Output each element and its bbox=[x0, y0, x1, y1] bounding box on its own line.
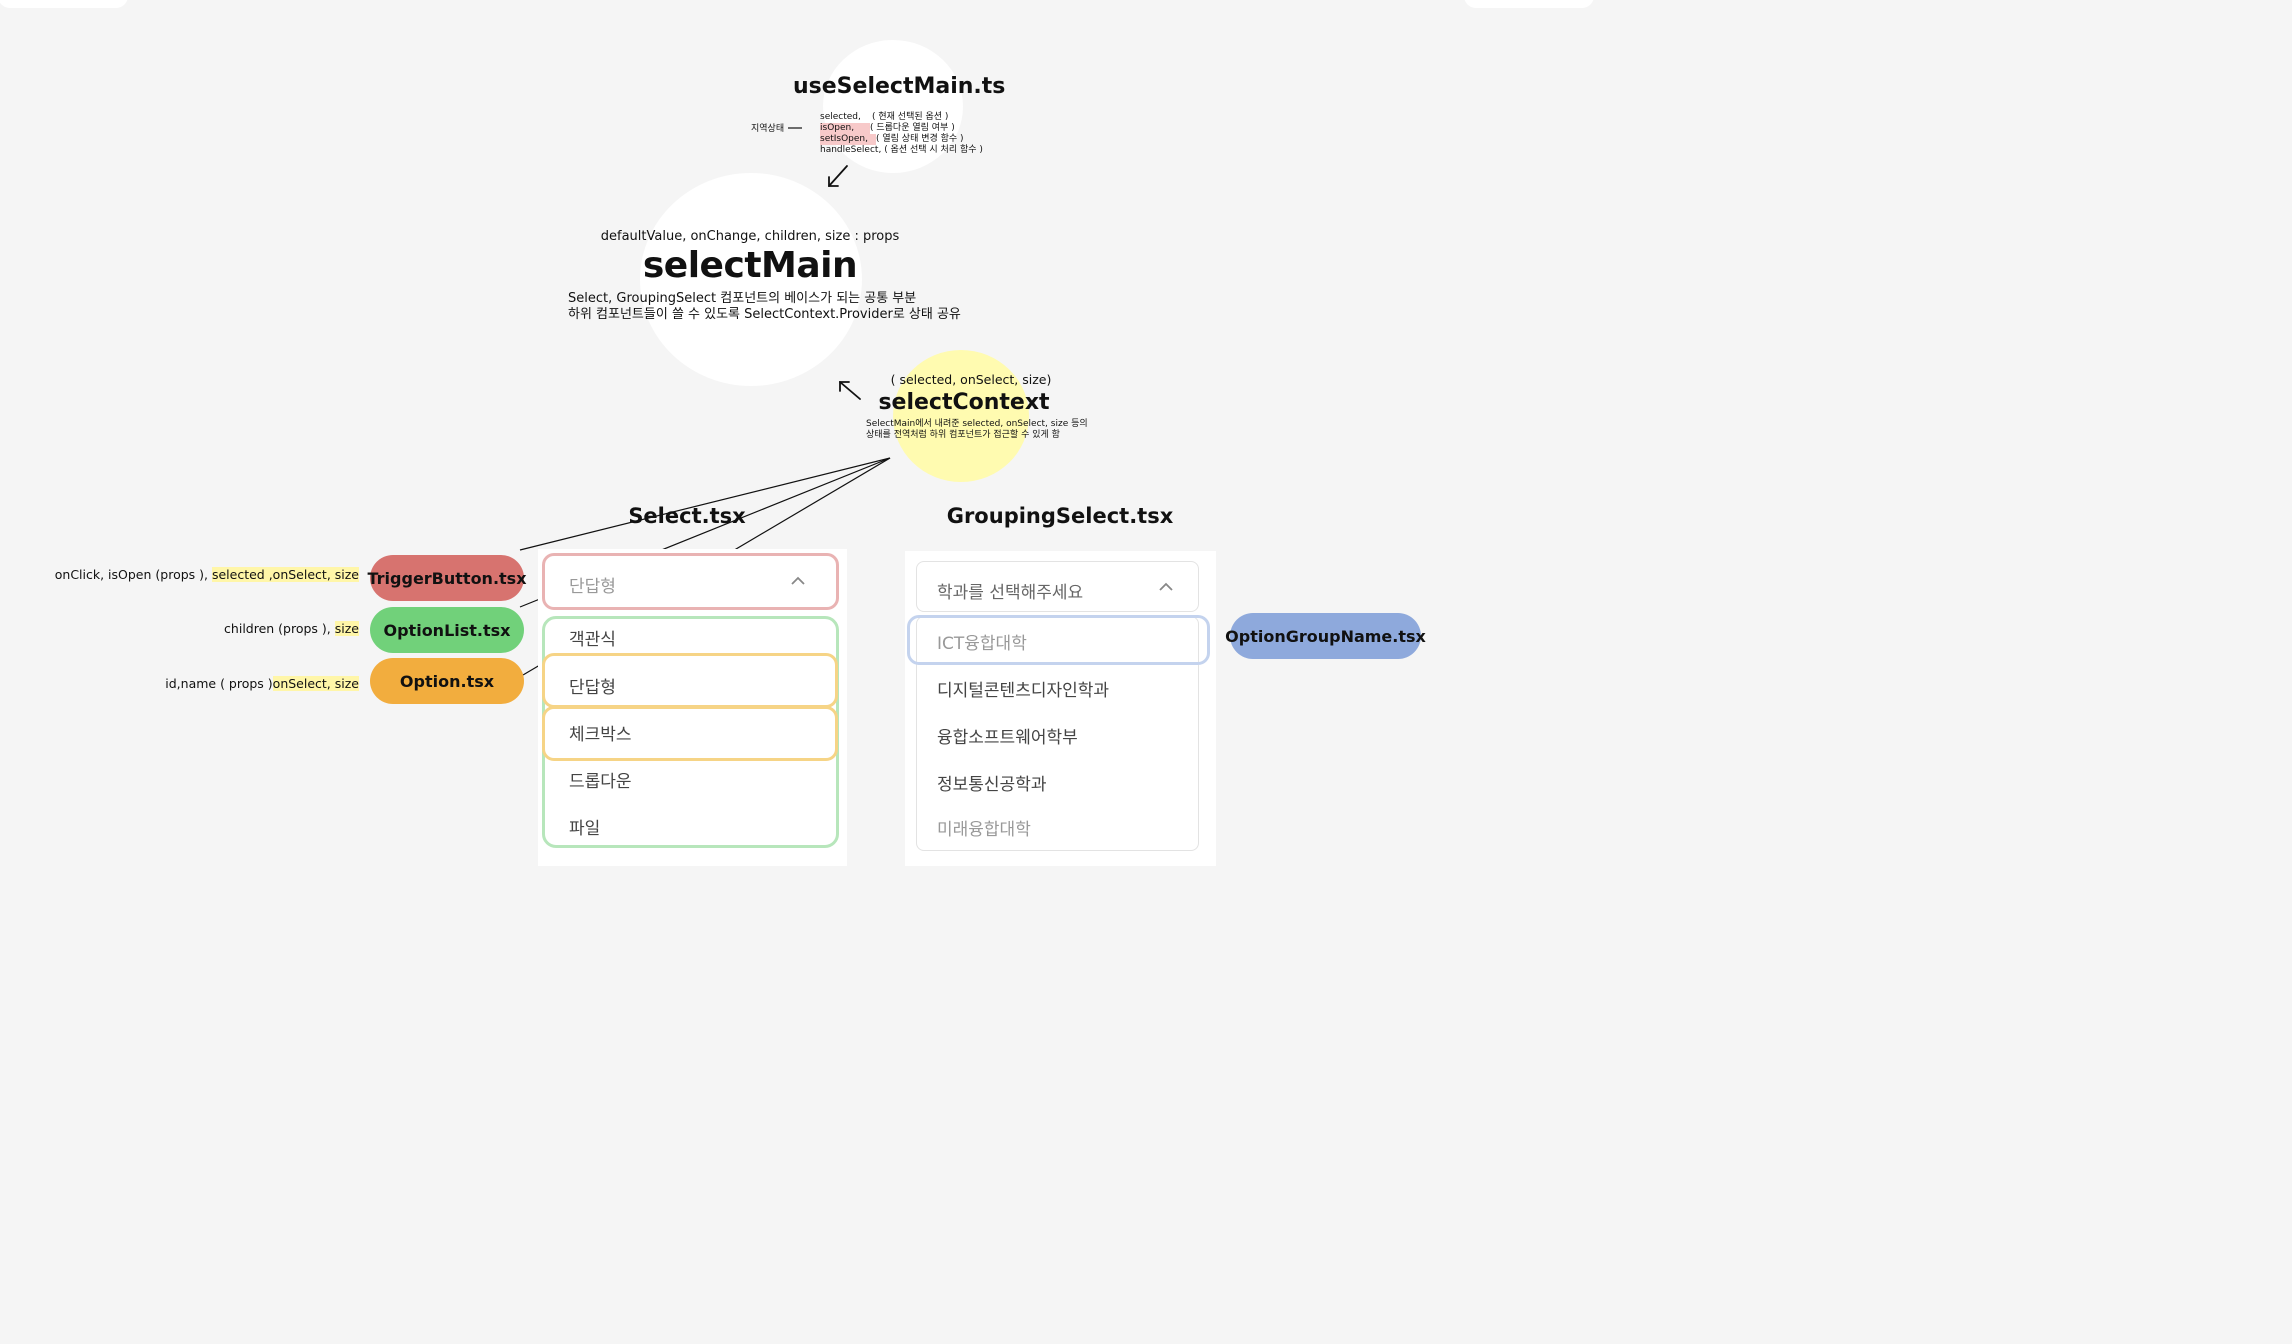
option-group-name-highlight bbox=[907, 615, 1210, 665]
select-context-desc: SelectMain에서 내려준 selected, onSelect, siz… bbox=[866, 419, 1088, 441]
select-option-0[interactable]: 객관식 bbox=[569, 630, 616, 650]
option-pill: Option.tsx bbox=[370, 658, 524, 704]
grouping-select-placeholder: 학과를 선택해주세요 bbox=[937, 583, 1084, 603]
select-tsx-title: Select.tsx bbox=[628, 504, 746, 528]
arrow-head-down-left bbox=[828, 176, 839, 187]
select-main-props: defaultValue, onChange, children, size :… bbox=[600, 229, 900, 244]
select-context-bubble bbox=[893, 350, 1029, 482]
grouping-select-panel bbox=[905, 551, 1216, 866]
select-option-3[interactable]: 드롭다운 bbox=[569, 772, 632, 792]
select-context-props: ( selected, onSelect, size) bbox=[890, 372, 1052, 387]
select-context-title: selectContext bbox=[878, 390, 1050, 415]
use-select-main-bubble bbox=[823, 40, 963, 173]
grouping-option-1[interactable]: 융합소프트웨어학부 bbox=[937, 728, 1078, 748]
option-list-props: children (props ), size bbox=[224, 621, 359, 636]
select-context-desc-line2: 상태를 전역처럼 하위 컴포넌트가 접근할 수 있게 함 bbox=[866, 430, 1060, 440]
select-trigger-value: 단답형 bbox=[569, 577, 616, 597]
select-trigger[interactable] bbox=[542, 553, 839, 610]
select-option-4[interactable]: 파일 bbox=[569, 819, 601, 839]
state-line-set-is-open: setIsOpen,( 열림 상태 변경 함수 ) bbox=[820, 134, 964, 145]
grouping-select-trigger[interactable] bbox=[916, 561, 1199, 612]
option-props: id,name ( props )onSelect, size bbox=[165, 676, 359, 691]
select-main-bubble bbox=[640, 173, 862, 386]
chevron-up-icon[interactable] bbox=[1158, 582, 1174, 592]
state-line-handle-select: handleSelect, ( 옵션 선택 시 처리 함수 ) bbox=[820, 145, 983, 155]
use-select-main-title: useSelectMain.ts bbox=[793, 74, 1006, 99]
arrow-usemain-to-main bbox=[828, 165, 848, 187]
select-main-title: selectMain bbox=[642, 245, 858, 286]
trigger-button-props: onClick, isOpen (props ), selected ,onSe… bbox=[54, 567, 359, 582]
corner-tab-right bbox=[1464, 0, 1594, 8]
grouping-group-name: ICT융합대학 bbox=[937, 634, 1027, 654]
select-main-desc-line1: Select, GroupingSelect 컴포넌트의 베이스가 되는 공통 … bbox=[568, 291, 917, 306]
select-main-desc-line2: 하위 컴포넌트들이 쓸 수 있도록 SelectContext.Provider… bbox=[568, 307, 961, 322]
select-main-desc: Select, GroupingSelect 컴포넌트의 베이스가 되는 공통 … bbox=[568, 291, 961, 323]
select-context-desc-line1: SelectMain에서 내려준 selected, onSelect, siz… bbox=[866, 419, 1088, 429]
grouping-option-0[interactable]: 디지털콘텐츠디자인학과 bbox=[937, 681, 1110, 701]
grouping-option-2[interactable]: 정보통신공학과 bbox=[937, 775, 1047, 795]
arrow-head-up-left bbox=[839, 381, 850, 392]
connector-context-trigger bbox=[519, 457, 891, 551]
state-line-is-open: isOpen,( 드롭다운 열림 여부 ) bbox=[820, 123, 955, 134]
trigger-button-pill: TriggerButton.tsx bbox=[368, 555, 527, 601]
local-state-label: 지역상태 bbox=[751, 124, 785, 134]
option-group-name-pill: OptionGroupName.tsx bbox=[1225, 613, 1426, 659]
grouping-select-tsx-title: GroupingSelect.tsx bbox=[946, 504, 1174, 528]
use-select-main-state-list: selected,( 현재 선택된 옵션 ) isOpen,( 드롭다운 열림 … bbox=[820, 112, 1000, 156]
option-highlight-2 bbox=[542, 706, 838, 761]
corner-tab-left bbox=[0, 0, 128, 8]
select-option-2[interactable]: 체크박스 bbox=[569, 725, 632, 745]
option-list-pill: OptionList.tsx bbox=[370, 607, 524, 653]
state-line-selected: selected,( 현재 선택된 옵션 ) bbox=[820, 112, 949, 122]
chevron-up-icon[interactable] bbox=[790, 576, 806, 586]
arrow-context-to-main bbox=[839, 381, 861, 400]
grouping-next-group: 미래융합대학 bbox=[937, 820, 1031, 840]
select-option-1[interactable]: 단답형 bbox=[569, 678, 616, 698]
